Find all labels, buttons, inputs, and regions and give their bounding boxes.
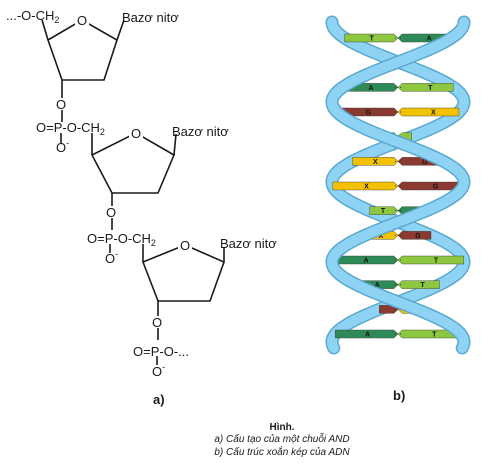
base-letter-T: T [428, 85, 433, 92]
base-T [369, 206, 399, 215]
bond [173, 133, 177, 156]
phosphate-group-2: O=P-O-CH2 [87, 231, 156, 248]
base-letter-A: A [365, 332, 370, 339]
base-letter-X: X [431, 110, 436, 117]
chain-tail: O=P-O-... [133, 344, 189, 359]
base-letter-T: T [381, 208, 386, 215]
base-X [397, 107, 460, 117]
sugar-ring-2 [90, 132, 176, 194]
sugar-ring-3 [141, 244, 226, 302]
label-bg [75, 13, 89, 27]
label-bg [178, 238, 192, 252]
ring-oxygen-3: O [180, 238, 190, 253]
caption-line-a: a) Cấu tạo của một chuỗi AND [214, 432, 349, 445]
caption-line-b: b) Cấu trúc xoắn kép của ADN [214, 445, 350, 458]
base-label-3: Bazơ nitơ [220, 236, 277, 251]
base-letter-A: A [368, 85, 373, 92]
base-letter-A: A [375, 282, 380, 289]
base-G [397, 231, 432, 240]
phosphate-oxygen-3: O- [152, 362, 165, 379]
base-letter-T: T [421, 282, 426, 289]
base-letter-A: A [364, 258, 369, 265]
label-bg [129, 126, 143, 140]
base-letter-G: G [433, 184, 439, 191]
phosphate-oxygen-1: O- [56, 138, 69, 155]
bond [116, 19, 125, 41]
base-T [397, 83, 454, 92]
base-X [352, 157, 399, 166]
o3-label-3: O [152, 315, 162, 330]
nucleotide-chain [41, 19, 226, 365]
base-letter-X: X [373, 159, 378, 166]
o3-label-2: O [106, 205, 116, 220]
base-X [332, 181, 399, 191]
panel-a-label: a) [153, 392, 165, 407]
strand-back [326, 17, 470, 353]
base-letter-T: T [432, 332, 437, 339]
base-T [397, 255, 464, 265]
caption-title: Hình. [270, 422, 295, 433]
base-letter-X: X [364, 184, 369, 191]
base-label-2: Bazơ nitơ [172, 124, 229, 139]
base-letter-G: G [366, 110, 372, 117]
base-letter-X: X [379, 233, 384, 240]
ring-oxygen-1: O [77, 13, 87, 28]
sugar-ring-1 [47, 19, 118, 81]
base-letter-T: T [434, 258, 439, 265]
base-A [335, 329, 399, 339]
base-letter-A: A [427, 36, 432, 43]
base-T [344, 33, 399, 43]
o3-label-1: O [56, 97, 66, 112]
base-letter-T: T [370, 36, 375, 43]
panel-b-label: b) [393, 388, 405, 403]
strand-front [326, 17, 470, 353]
base-letter-G: G [415, 233, 421, 240]
phosphate-oxygen-2: O- [105, 249, 118, 266]
base-T [397, 280, 440, 289]
base-label-1: Bazơ nitơ [122, 10, 179, 25]
ring-oxygen-2: O [131, 126, 141, 141]
phosphate-group-1: O=P-O-CH2 [36, 120, 105, 137]
chain-head-1: ...-O-CH2 [6, 8, 59, 25]
base-letter-G: G [422, 159, 428, 166]
bond [41, 19, 49, 41]
